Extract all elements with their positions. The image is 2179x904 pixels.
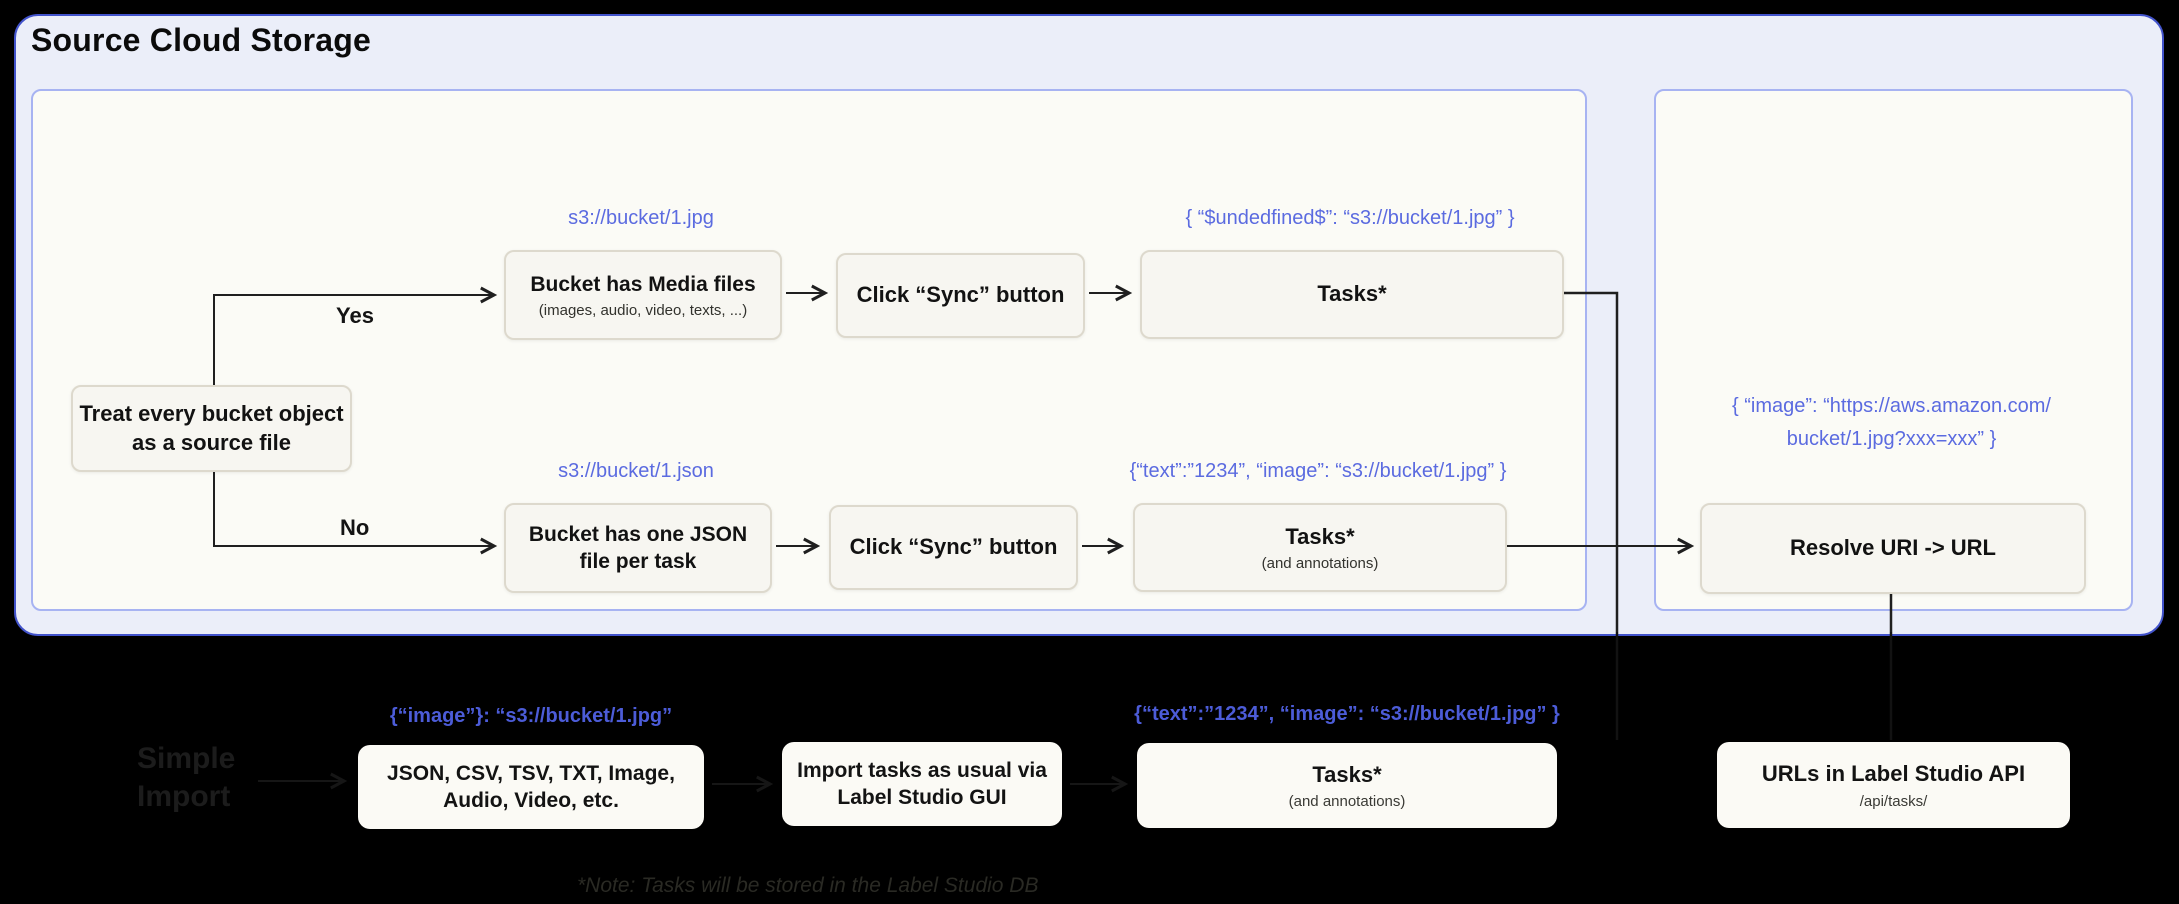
tasks-box-json: Tasks* (and annotations) (1133, 503, 1507, 592)
tasks-box-json-subtitle: (and annotations) (1261, 554, 1379, 572)
import-formats-box-text: JSON, CSV, TSV, TXT, Image, Audio, Video… (387, 761, 675, 812)
api-urls-box-title: URLs in Label Studio API (1761, 761, 2026, 787)
ghost-import-line2: Import (137, 780, 231, 813)
uri-label-media: s3://bucket/1.jpg (568, 207, 714, 229)
decision-box-text: Treat every bucket object as a source fi… (79, 400, 344, 455)
tasks-json-label-bottom: {“text”:”1234”, “image”: “s3://bucket/1.… (1134, 703, 1560, 725)
note-text: *Note: Tasks will be stored in the Label… (577, 874, 1039, 897)
ghost-import-line1: Simple (137, 742, 236, 775)
resolved-url-json-line2: bucket/1.jpg?xxx=xxx” } (1786, 428, 1997, 450)
branch-label-yes: Yes (336, 303, 374, 328)
import-formats-json-label: {“image”}: “s3://bucket/1.jpg” (389, 705, 673, 727)
resolved-url-json-label: { “image”: “https://aws.amazon.com/ buck… (1664, 390, 2119, 456)
sync-button-box-json-text: Click “Sync” button (849, 534, 1058, 560)
json-file-box-title: Bucket has one JSON file per task (528, 522, 748, 573)
media-files-box: Bucket has Media files (images, audio, v… (504, 250, 782, 340)
uri-label-json: s3://bucket/1.json (558, 460, 714, 482)
branch-label-no: No (340, 515, 370, 540)
tasks-box-bottom-subtitle: (and annotations) (1288, 793, 1406, 811)
media-files-box-subtitle: (images, audio, video, texts, ...) (538, 301, 748, 319)
sync-button-box-media-text: Click “Sync” button (856, 282, 1065, 308)
api-urls-box: URLs in Label Studio API /api/tasks/ (1717, 742, 2070, 828)
import-formats-box: JSON, CSV, TSV, TXT, Image, Audio, Video… (358, 745, 704, 829)
json-file-box: Bucket has one JSON file per task (504, 503, 772, 593)
gui-import-box-text: Import tasks as usual via Label Studio G… (797, 758, 1047, 809)
tasks-box-bottom-text: Tasks* (1312, 761, 1382, 787)
tasks-box-bottom: Tasks* (and annotations) (1137, 743, 1557, 828)
tasks-json-label-json: {“text”:”1234”, “image”: “s3://bucket/1.… (1129, 460, 1507, 482)
tasks-box-json-text: Tasks* (1285, 524, 1355, 550)
sync-button-box-media: Click “Sync” button (836, 253, 1085, 338)
tasks-box-media: Tasks* (1140, 250, 1564, 339)
media-files-box-title: Bucket has Media files (530, 273, 756, 297)
gui-import-box: Import tasks as usual via Label Studio G… (782, 742, 1062, 826)
ghost-import-label: Simple Import (137, 740, 235, 816)
resolve-uri-box: Resolve URI -> URL (1700, 503, 2086, 594)
resolve-uri-box-text: Resolve URI -> URL (1790, 535, 1996, 561)
tasks-box-media-text: Tasks* (1317, 281, 1387, 307)
decision-box: Treat every bucket object as a source fi… (71, 385, 352, 472)
sync-button-box-json: Click “Sync” button (829, 505, 1078, 590)
api-urls-box-subtitle: /api/tasks/ (1859, 792, 1928, 810)
resolved-url-json-line1: { “image”: “https://aws.amazon.com/ (1731, 395, 2051, 417)
tasks-json-label-media: { “$undedfined$”: “s3://bucket/1.jpg” } (1185, 207, 1515, 229)
page-title: Source Cloud Storage (31, 22, 372, 58)
